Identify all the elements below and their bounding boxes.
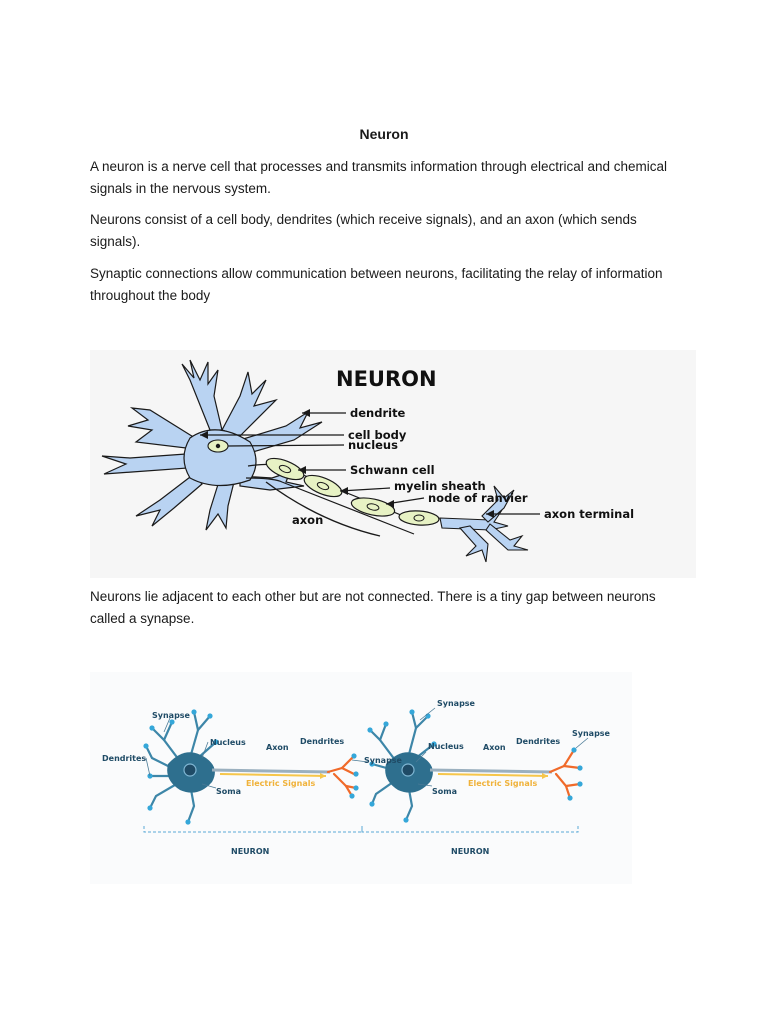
label-synapse-a: Synapse	[152, 711, 191, 720]
nucleolus-dot	[216, 444, 220, 448]
label-synapse-mid: Synapse	[364, 756, 403, 765]
label-axon-b: Axon	[483, 743, 506, 752]
label-nucleus-b: Nucleus	[428, 742, 464, 751]
label-schwann-cell: Schwann cell	[350, 463, 435, 477]
neuron-a-axon	[212, 770, 330, 772]
label-dendrite: dendrite	[350, 406, 406, 420]
label-dendrites-b: Dendrites	[516, 737, 560, 746]
neuron-a-nucleus	[184, 764, 196, 776]
label-dendrites-mid: Dendrites	[300, 737, 344, 746]
label-axon: axon	[292, 513, 323, 527]
paragraph-synapse: Neurons lie adjacent to each other but a…	[90, 586, 690, 630]
label-soma-b: Soma	[432, 787, 457, 796]
label-axon-terminal: axon terminal	[544, 507, 634, 521]
neuron-b-axon	[430, 770, 552, 772]
synapse-diagram: Synapse Dendrites Nucleus Axon Dendrites…	[90, 672, 632, 884]
label-nucleus: nucleus	[348, 438, 398, 452]
neuron-b-nucleus	[402, 764, 414, 776]
label-nucleus-a: Nucleus	[210, 738, 246, 747]
label-electric-signals-a: Electric Signals	[246, 779, 315, 788]
paragraph-structure: Neurons consist of a cell body, dendrite…	[90, 209, 690, 253]
neuron-heading: NEURON	[336, 367, 437, 391]
page-title: Neuron	[0, 126, 768, 142]
label-axon-a: Axon	[266, 743, 289, 752]
label-neuron-a: NEURON	[231, 847, 269, 856]
paragraph-definition: A neuron is a nerve cell that processes …	[90, 156, 690, 200]
neuron-diagram: NEURON	[90, 350, 696, 578]
label-synapse-b: Synapse	[437, 699, 476, 708]
label-synapse-end: Synapse	[572, 729, 611, 738]
label-electric-signals-b: Electric Signals	[468, 779, 537, 788]
paragraph-synaptic: Synaptic connections allow communication…	[90, 263, 690, 307]
label-neuron-b: NEURON	[451, 847, 489, 856]
label-node-of-ranvier: node of ranvier	[428, 491, 528, 505]
label-soma-a: Soma	[216, 787, 241, 796]
label-dendrites-a: Dendrites	[102, 754, 146, 763]
